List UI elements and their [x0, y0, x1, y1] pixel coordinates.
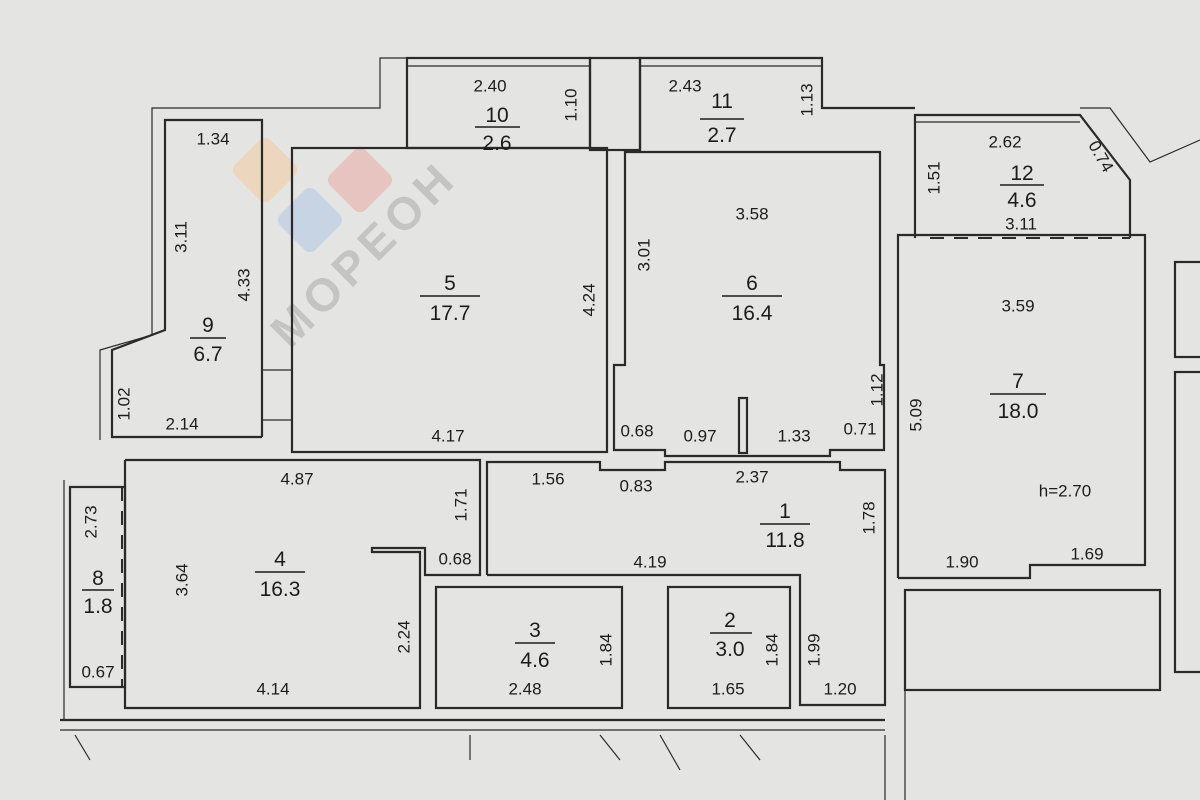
dimension: 0.68 — [438, 549, 471, 568]
dimension: 3.11 — [171, 221, 190, 253]
room-3-label: 34.6 — [515, 619, 555, 672]
dimension: 2.24 — [394, 620, 413, 653]
dimension: 4.87 — [280, 469, 313, 488]
svg-text:9: 9 — [202, 314, 214, 337]
dimension: 0.83 — [619, 476, 652, 495]
svg-text:1: 1 — [779, 500, 791, 523]
svg-text:7: 7 — [1012, 370, 1024, 393]
svg-text:18.0: 18.0 — [998, 400, 1039, 423]
room-2-label: 23.0 — [710, 609, 752, 661]
dimension: 1.78 — [859, 501, 878, 534]
svg-text:3: 3 — [529, 619, 541, 642]
room-12-label: 124.6 — [1000, 162, 1044, 212]
room-5-label: 517.7 — [420, 272, 480, 325]
room-9-label: 96.7 — [190, 314, 226, 366]
dimension: 2.48 — [508, 679, 541, 698]
dimension: 3.59 — [1001, 296, 1034, 315]
dimension: 2.37 — [735, 467, 768, 486]
dimension: 1.99 — [804, 633, 823, 666]
room-1-label: 111.8 — [760, 500, 810, 552]
room-10-label: 102.6 — [475, 104, 520, 155]
svg-text:2.7: 2.7 — [707, 124, 736, 147]
svg-text:5: 5 — [444, 272, 456, 295]
dimension: 1.69 — [1070, 544, 1103, 563]
svg-text:16.3: 16.3 — [260, 578, 301, 601]
dimension: 2.40 — [473, 76, 506, 95]
dimension: 4.24 — [579, 283, 598, 316]
svg-text:17.7: 17.7 — [430, 302, 471, 325]
dimension: 1.65 — [711, 679, 744, 698]
walls — [60, 56, 1200, 800]
svg-text:2: 2 — [724, 609, 736, 632]
dimension: 1.33 — [777, 426, 810, 445]
dimension: 0.68 — [620, 421, 653, 440]
dimension: 2.73 — [81, 505, 100, 538]
room-11-label: 112.7 — [700, 90, 744, 147]
svg-text:4.6: 4.6 — [520, 649, 549, 672]
room-labels: 111.8 23.0 34.6 416.3 517.7 616.4 718.0 … — [82, 90, 1091, 672]
svg-text:12: 12 — [1010, 162, 1033, 185]
room-8-label: 81.8 — [82, 567, 114, 618]
svg-text:8: 8 — [92, 567, 104, 590]
svg-text:1.8: 1.8 — [83, 595, 112, 618]
svg-text:6: 6 — [746, 272, 758, 295]
svg-text:10: 10 — [485, 104, 508, 127]
dimension: 4.19 — [633, 552, 666, 571]
room-6-label: 616.4 — [722, 272, 782, 325]
dimension: 0.74 — [1084, 137, 1117, 175]
dimension: 1.51 — [924, 161, 943, 194]
dimension: 1.71 — [451, 488, 470, 521]
ceiling-height: h=2.70 — [1039, 481, 1091, 500]
room-7-label: 718.0 — [990, 370, 1046, 423]
dimension: 1.13 — [797, 83, 816, 116]
svg-text:6.7: 6.7 — [193, 343, 222, 366]
dimensions: 2.40 1.10 2.43 1.13 1.34 3.11 4.33 1.02 … — [81, 76, 1117, 698]
dimension: 0.67 — [81, 662, 114, 681]
dimension: 0.97 — [683, 426, 716, 445]
dimension: 3.64 — [172, 563, 191, 596]
dimension: 1.12 — [867, 373, 886, 406]
dimension: 2.14 — [165, 414, 198, 433]
svg-text:4.6: 4.6 — [1007, 189, 1036, 212]
dimension: 1.20 — [823, 679, 856, 698]
dimension: 1.02 — [114, 387, 133, 420]
svg-text:11.8: 11.8 — [765, 529, 804, 552]
dimension: 2.43 — [668, 76, 701, 95]
dimension: 0.71 — [843, 419, 876, 438]
svg-text:2.6: 2.6 — [482, 132, 511, 155]
dimension: 1.84 — [596, 633, 615, 666]
dimension: 5.09 — [906, 398, 925, 431]
svg-text:11: 11 — [711, 90, 733, 113]
dimension: 1.84 — [762, 633, 781, 666]
dimension: 4.14 — [256, 679, 289, 698]
dimension: 1.90 — [945, 552, 978, 571]
room-4-label: 416.3 — [255, 548, 305, 601]
dimension: 3.01 — [634, 238, 653, 271]
dimension: 4.33 — [234, 268, 253, 301]
dimension: 1.34 — [196, 129, 229, 148]
dimension: 3.58 — [735, 204, 768, 223]
dimension: 1.56 — [531, 469, 564, 488]
dimension: 4.17 — [431, 426, 464, 445]
svg-text:16.4: 16.4 — [732, 302, 773, 325]
svg-text:3.0: 3.0 — [715, 638, 744, 661]
dimension: 1.10 — [561, 88, 580, 121]
dimension: 3.11 — [1005, 214, 1037, 233]
dimension: 2.62 — [988, 132, 1021, 151]
svg-text:4: 4 — [274, 548, 286, 571]
